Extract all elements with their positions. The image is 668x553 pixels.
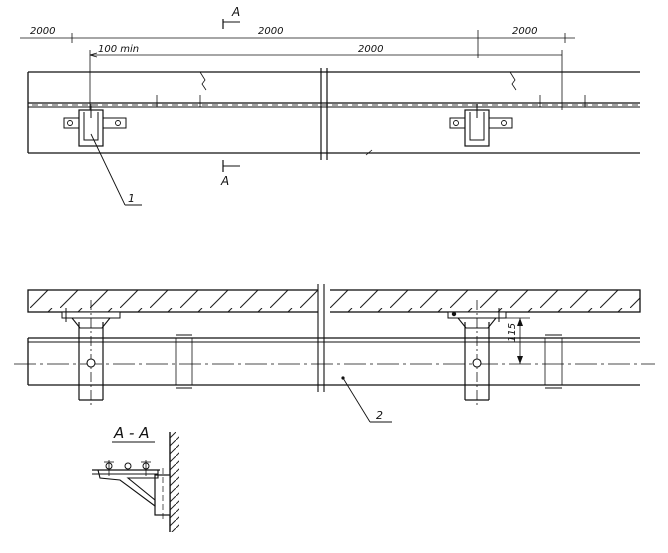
hanger-left [61, 300, 121, 405]
dim-label-2000-middle: 2000 [258, 26, 283, 37]
hanger-right [447, 300, 507, 405]
dim-label-115: 115 [507, 323, 518, 342]
dim-label-2000-left: 2000 [30, 26, 55, 37]
dim-label-100-min: 100 min [98, 44, 139, 55]
dim-label-2000-second: 2000 [358, 44, 383, 55]
bracket-right [449, 104, 513, 147]
wall-hatch [170, 432, 179, 532]
section-mark-bottom: A [220, 174, 229, 188]
dim-label-2000-right: 2000 [512, 26, 537, 37]
dimension-line-top: 2000 2000 2000 [20, 26, 575, 58]
dimension-line-second: 100 min 2000 [89, 44, 563, 110]
callout-1: 1 [128, 192, 135, 205]
plan-view: A 2000 2000 2000 100 min 2000 [20, 5, 640, 206]
bracket-left [63, 104, 127, 147]
side-beam [14, 334, 655, 389]
callout-2: 2 [376, 409, 383, 422]
ceiling-slab [27, 289, 641, 313]
plan-beam [27, 68, 640, 160]
section-bracket [92, 460, 171, 520]
section-title: A - A [113, 424, 149, 442]
section-mark-top: A [231, 5, 240, 19]
section-view: A - A [92, 424, 179, 532]
side-view: 115 2 [14, 284, 655, 423]
dimension-115: 115 [500, 317, 530, 364]
